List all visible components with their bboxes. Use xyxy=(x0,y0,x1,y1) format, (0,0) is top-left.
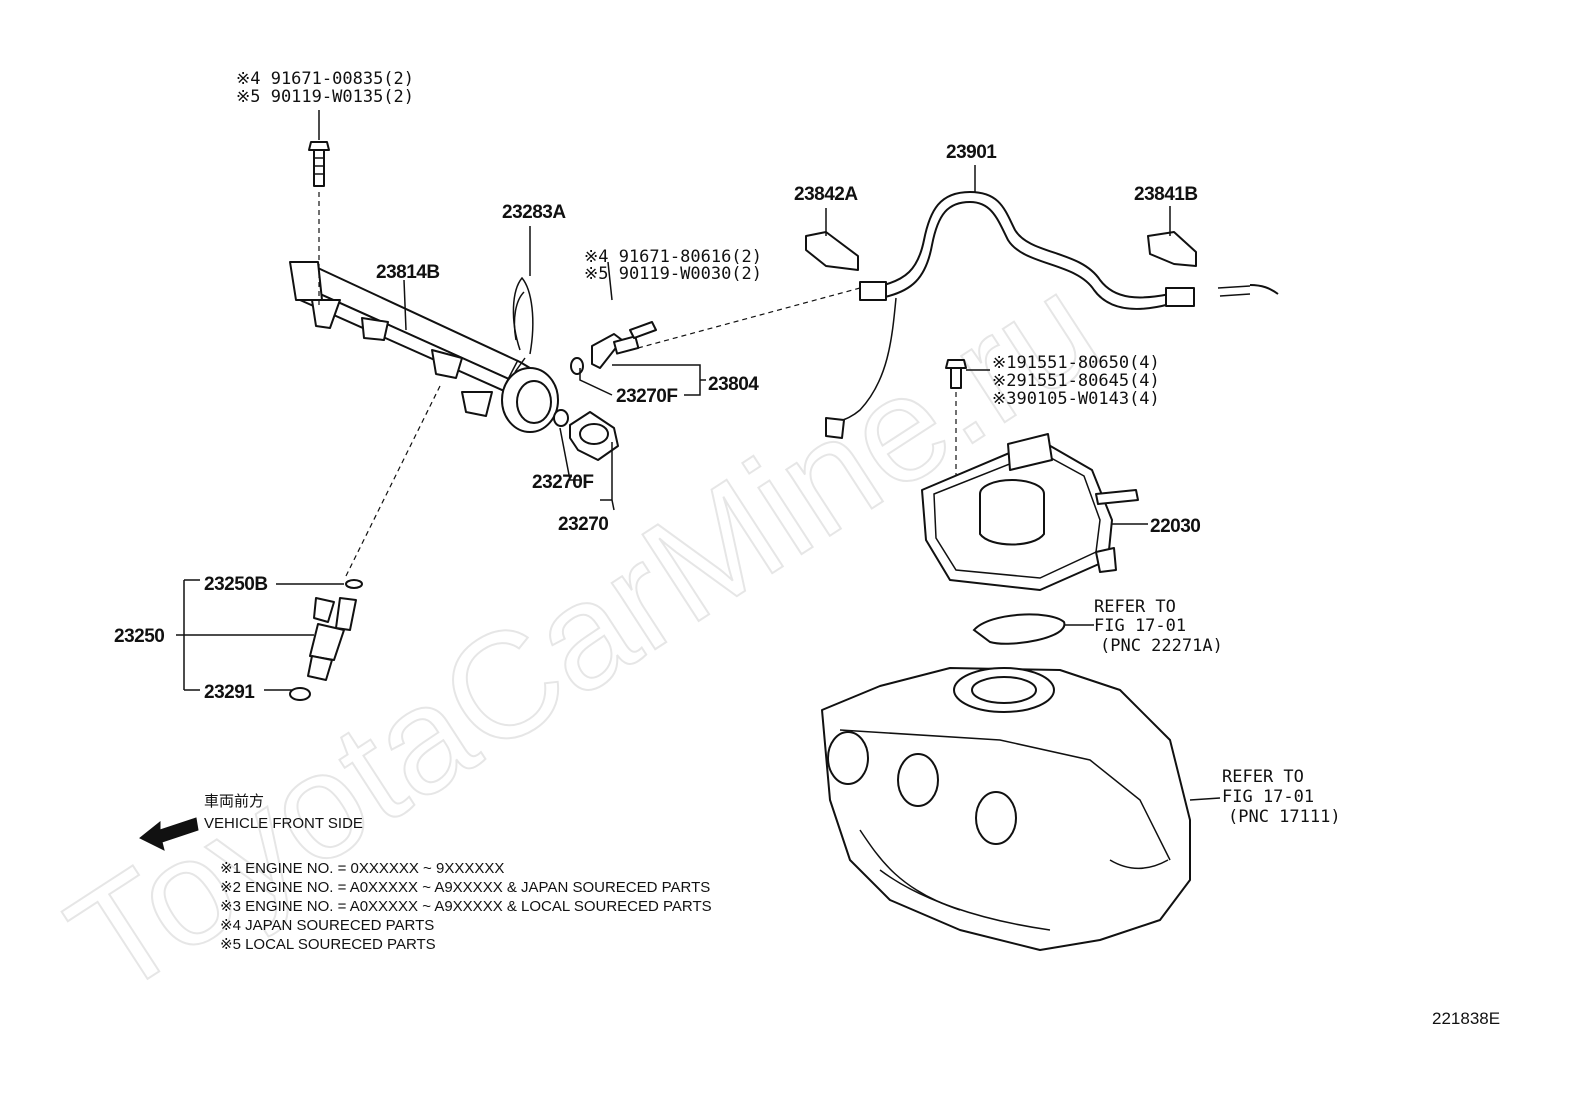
label-23841B: 23841B xyxy=(1134,184,1198,205)
vehicle-front-arrow xyxy=(139,817,199,851)
clamp-23841B xyxy=(1147,231,1197,267)
label-23250: 23250 xyxy=(114,626,164,647)
bolt-right-line2: ※291551-80645(4) xyxy=(992,371,1160,391)
label-23842A: 23842A xyxy=(794,184,858,205)
note-4: ※4 JAPAN SOURECED PARTS xyxy=(220,917,434,934)
label-23250B: 23250B xyxy=(204,574,268,595)
throttle-body xyxy=(921,433,1139,591)
throttle-gasket xyxy=(972,613,1066,645)
bolt-top-line2: ※5 90119-W0135(2) xyxy=(236,87,414,107)
note-2: ※2 ENGINE NO. = A0XXXXX ~ A9XXXXX & JAPA… xyxy=(220,879,710,896)
retainer-clip xyxy=(512,276,534,355)
label-23283A: 23283A xyxy=(502,202,566,223)
bolt-right xyxy=(945,359,967,389)
refer1-line1: REFER TO xyxy=(1094,597,1176,617)
leader-lines xyxy=(176,110,1221,801)
fuel-tube xyxy=(825,190,1279,439)
bolt-right-line1: ※191551-80650(4) xyxy=(992,353,1160,373)
note-5: ※5 LOCAL SOURECED PARTS xyxy=(220,936,436,953)
label-23804: 23804 xyxy=(708,374,759,395)
label-23814B: 23814B xyxy=(376,262,440,283)
fuel-hose-joint xyxy=(570,321,657,375)
refer2-line3: (PNC 17111) xyxy=(1228,807,1341,827)
figure-code: 221838E xyxy=(1432,1009,1500,1028)
bolt-top xyxy=(308,141,330,187)
refer1-line2: FIG 17-01 xyxy=(1094,616,1186,636)
label-23270F-a: 23270F xyxy=(616,386,677,407)
label-23270: 23270 xyxy=(558,514,608,535)
dash-injector xyxy=(344,385,441,579)
bolt-mid-line2: ※5 90119-W0030(2) xyxy=(584,264,762,284)
fuel-injector xyxy=(289,579,363,701)
bolt-mid-line1: ※4 91671-80616(2) xyxy=(584,247,762,267)
label-23291: 23291 xyxy=(204,682,255,703)
bolt-top-line1: ※4 91671-00835(2) xyxy=(236,69,414,89)
note-1: ※1 ENGINE NO. = 0XXXXXX ~ 9XXXXXX xyxy=(220,860,504,877)
bolt-right-line3: ※390105-W0143(4) xyxy=(992,389,1160,409)
intake-manifold xyxy=(821,667,1191,951)
refer2-line1: REFER TO xyxy=(1222,767,1304,787)
refer2-line2: FIG 17-01 xyxy=(1222,787,1314,807)
label-23270F-b: 23270F xyxy=(532,472,593,493)
direction-jp: 車両前方 xyxy=(204,793,264,810)
pressure-regulator xyxy=(553,409,619,461)
label-23901: 23901 xyxy=(946,142,997,163)
dash-hose xyxy=(637,287,861,349)
label-22030: 22030 xyxy=(1150,516,1200,537)
refer1-line3: (PNC 22271A) xyxy=(1100,636,1223,656)
direction-en: VEHICLE FRONT SIDE xyxy=(204,815,363,832)
note-3: ※3 ENGINE NO. = A0XXXXX ~ A9XXXXX & LOCA… xyxy=(220,898,712,915)
fuel-delivery-pipe xyxy=(289,261,559,433)
clamp-23842A xyxy=(805,231,859,271)
